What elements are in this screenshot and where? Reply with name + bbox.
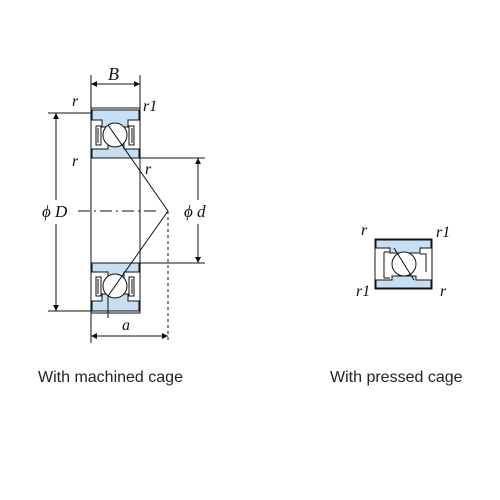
a-arrow-right (162, 333, 168, 339)
label-pressed-r-bottom-right: r (440, 283, 447, 300)
label-r-center: r (145, 161, 152, 178)
label-r-mid-left: r (72, 153, 79, 170)
pressed-inner-ring (375, 275, 432, 289)
b-arrow-right (134, 81, 140, 87)
label-inner-diameter: ϕ d (184, 202, 206, 221)
label-a: a (122, 317, 130, 334)
caption-machined-cage: With machined cage (38, 369, 183, 386)
label-r1-top-right: r1 (143, 98, 157, 115)
pressed-cage-left (383, 251, 390, 279)
outer-ring-top (91, 109, 140, 128)
pressed-outer-ring (375, 239, 432, 254)
a-arrow-left (91, 333, 97, 339)
d-inner-arrow-bottom (195, 257, 201, 263)
d-outer-arrow-bottom (53, 305, 59, 311)
b-arrow-left (91, 81, 97, 87)
pressed-contact-line (393, 247, 415, 281)
label-pressed-r1-bottom-left: r1 (356, 283, 370, 300)
contact-line-top (107, 124, 169, 212)
contact-line-bottom (107, 210, 169, 297)
pressed-cage-diagram (374, 238, 433, 290)
label-r-top-left: r (72, 93, 79, 110)
d-inner-arrow-top (195, 158, 201, 164)
outer-ring-bottom (91, 293, 140, 312)
caption-pressed-cage: With pressed cage (330, 369, 463, 386)
machined-cage-diagram (48, 75, 205, 343)
d-outer-arrow-top (53, 113, 59, 119)
pressed-cage-right (420, 253, 427, 272)
pressed-bearing-outline (374, 238, 433, 290)
label-pressed-r-top-left: r (361, 222, 368, 239)
label-pressed-r1-top-right: r1 (436, 224, 450, 241)
label-outer-diameter: ϕ D (42, 202, 68, 221)
label-b: B (108, 64, 119, 84)
